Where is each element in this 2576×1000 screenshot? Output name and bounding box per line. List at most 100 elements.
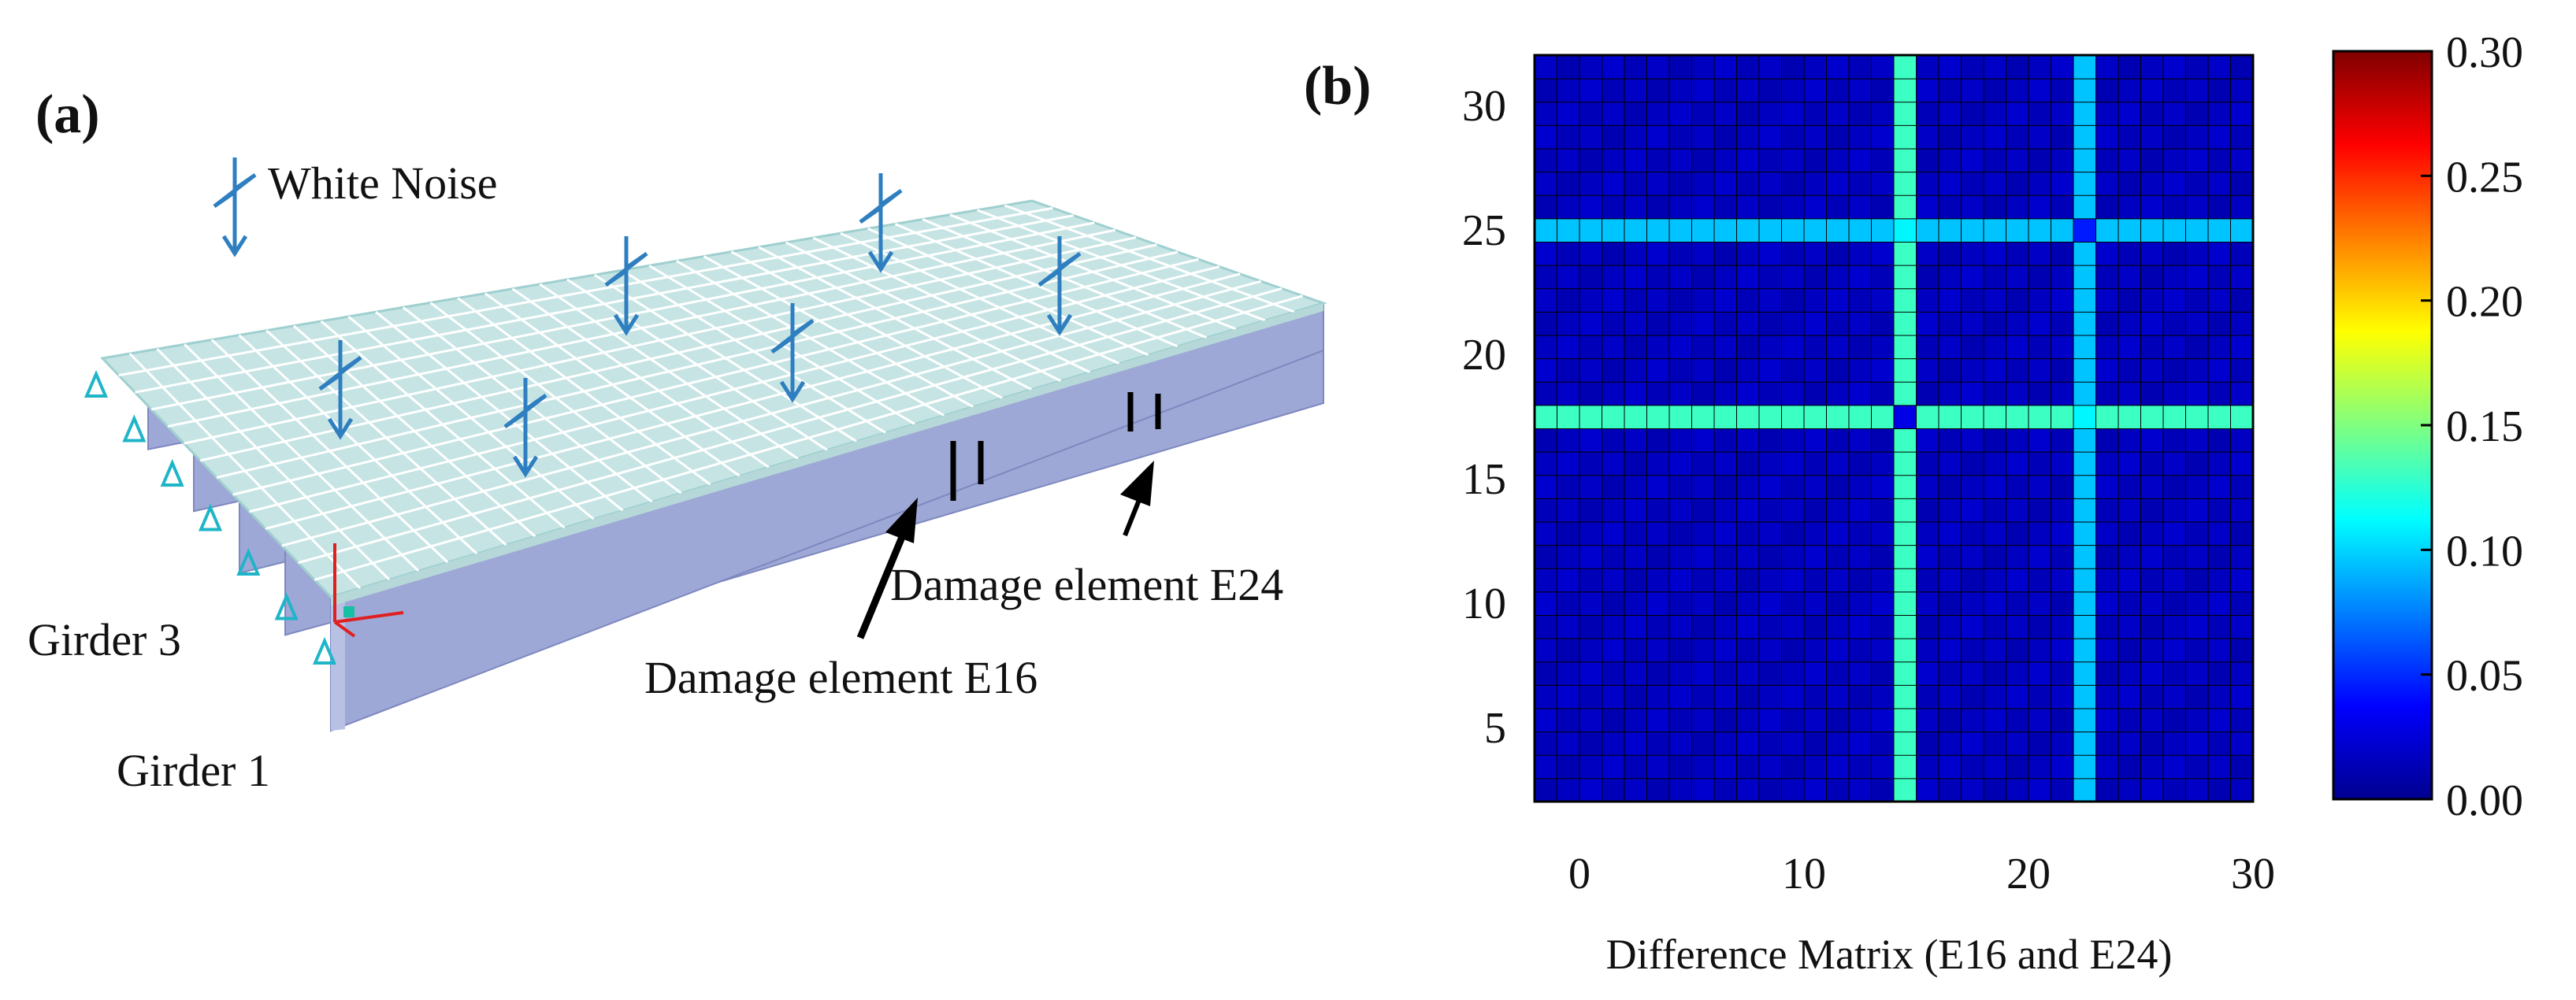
heatmap-cell	[1871, 428, 1895, 453]
heatmap-cell	[1713, 591, 1738, 616]
heatmap-cell	[2006, 708, 2029, 733]
heatmap-cell	[1803, 78, 1828, 103]
heatmap-cell	[2207, 777, 2232, 802]
white-noise-load-icon	[859, 173, 903, 273]
heatmap-cell	[1624, 777, 1648, 802]
heatmap-cell	[2230, 591, 2254, 616]
heatmap-cell	[2207, 614, 2232, 639]
heatmap-cell	[2185, 661, 2209, 686]
heatmap-cell	[1961, 498, 1984, 523]
heatmap-cell	[1646, 194, 1670, 220]
heatmap-cell	[1848, 708, 1873, 733]
heatmap-cell	[1579, 78, 1603, 103]
white-noise-load-icon	[1037, 236, 1082, 336]
heatmap-cell	[1938, 101, 1962, 126]
heatmap-cell	[1557, 357, 1580, 383]
damage-e24-label: Damage element E24	[890, 559, 1283, 610]
heatmap-cell	[1557, 217, 1580, 243]
heatmap-cell	[2118, 54, 2142, 80]
heatmap-cell	[1691, 544, 1715, 569]
colorbar-tick-label: 0.25	[2446, 153, 2523, 202]
heatmap-cell	[1557, 591, 1580, 616]
heatmap-cell	[1713, 287, 1738, 313]
heatmap-cell	[2230, 148, 2254, 173]
heatmap-cell	[1871, 777, 1895, 802]
heatmap-cell	[2006, 78, 2029, 103]
heatmap-cell	[1736, 148, 1760, 173]
heatmap-cell	[1983, 335, 2007, 360]
heatmap-cell	[1826, 451, 1850, 476]
heatmap-cell	[1534, 404, 1558, 429]
heatmap-cell	[2051, 241, 2074, 266]
heatmap-cell	[2185, 54, 2209, 80]
heatmap-cell	[1961, 754, 1984, 780]
heatmap-cell	[1781, 661, 1805, 686]
heatmap-cell	[1781, 614, 1805, 639]
heatmap-cell	[2051, 708, 2074, 733]
deck-edge	[331, 303, 1323, 606]
coordinate-axes-icon	[333, 543, 404, 638]
heatmap-cell	[2162, 171, 2187, 196]
heatmap-cell	[1938, 217, 1962, 243]
heatmap-cell	[1826, 194, 1850, 220]
heatmap-cell	[1691, 124, 1715, 150]
heatmap-cell	[1826, 171, 1850, 196]
heatmap-cell	[1758, 124, 1783, 150]
heatmap-cell	[1848, 241, 1873, 266]
heatmap-cell	[2207, 124, 2232, 150]
heatmap-cell	[1713, 381, 1738, 406]
heatmap-cell	[1646, 335, 1670, 360]
heatmap-cell	[2095, 777, 2119, 802]
heatmap-cell	[1803, 591, 1828, 616]
heatmap-cell	[1579, 614, 1603, 639]
heatmap-cell	[1713, 731, 1738, 756]
support-icon	[236, 547, 261, 576]
heatmap-cell	[1961, 661, 1984, 686]
heatmap-cell	[2006, 568, 2029, 593]
heatmap-cell	[2162, 265, 2187, 290]
heatmap-cell	[1758, 568, 1783, 593]
heatmap-cell	[1916, 404, 1939, 429]
heatmap-cell	[1983, 381, 2007, 406]
heatmap-cell	[2230, 428, 2254, 453]
support-icon	[160, 458, 184, 487]
heatmap-cell	[1557, 754, 1580, 780]
heatmap-cell	[1826, 335, 1850, 360]
heatmap-cell	[1713, 544, 1738, 569]
heatmap-cell	[1534, 708, 1558, 733]
heatmap-cell	[2006, 381, 2029, 406]
heatmap-cell	[2118, 474, 2142, 499]
heatmap-cell	[2118, 78, 2142, 103]
colorbar-tick-label: 0.10	[2446, 527, 2523, 576]
heatmap-cell	[1736, 241, 1760, 266]
heatmap-cell	[2185, 638, 2209, 663]
heatmap-cell	[1803, 241, 1828, 266]
heatmap-cell	[1938, 568, 1962, 593]
heatmap-cell	[1646, 754, 1670, 780]
heatmap-cell	[1983, 287, 2007, 313]
heatmap-cell	[1781, 148, 1805, 173]
heatmap-cell	[2051, 731, 2074, 756]
x-tick-label: 10	[1782, 850, 1826, 898]
heatmap-cell	[1893, 217, 1917, 243]
heatmap-cell	[1961, 474, 1984, 499]
heatmap-cell	[1736, 498, 1760, 523]
heatmap-cell	[2028, 428, 2052, 453]
heatmap-cell	[1983, 568, 2007, 593]
heatmap-cell	[2073, 101, 2097, 126]
heatmap-cell	[2185, 777, 2209, 802]
heatmap-cell	[1602, 241, 1625, 266]
heatmap-cell	[1893, 731, 1917, 756]
heatmap-cell	[1579, 124, 1603, 150]
heatmap-cell	[1758, 148, 1783, 173]
heatmap-cell	[1602, 754, 1625, 780]
heatmap-cell	[1916, 101, 1939, 126]
heatmap-cell	[1938, 54, 1962, 80]
heatmap-cell	[2230, 335, 2254, 360]
heatmap-cell	[1983, 265, 2007, 290]
heatmap-cell	[2051, 287, 2074, 313]
heatmap-cell	[2185, 754, 2209, 780]
heatmap-cell	[1713, 78, 1738, 103]
heatmap-cell	[1871, 287, 1895, 313]
heatmap-cell	[1713, 498, 1738, 523]
